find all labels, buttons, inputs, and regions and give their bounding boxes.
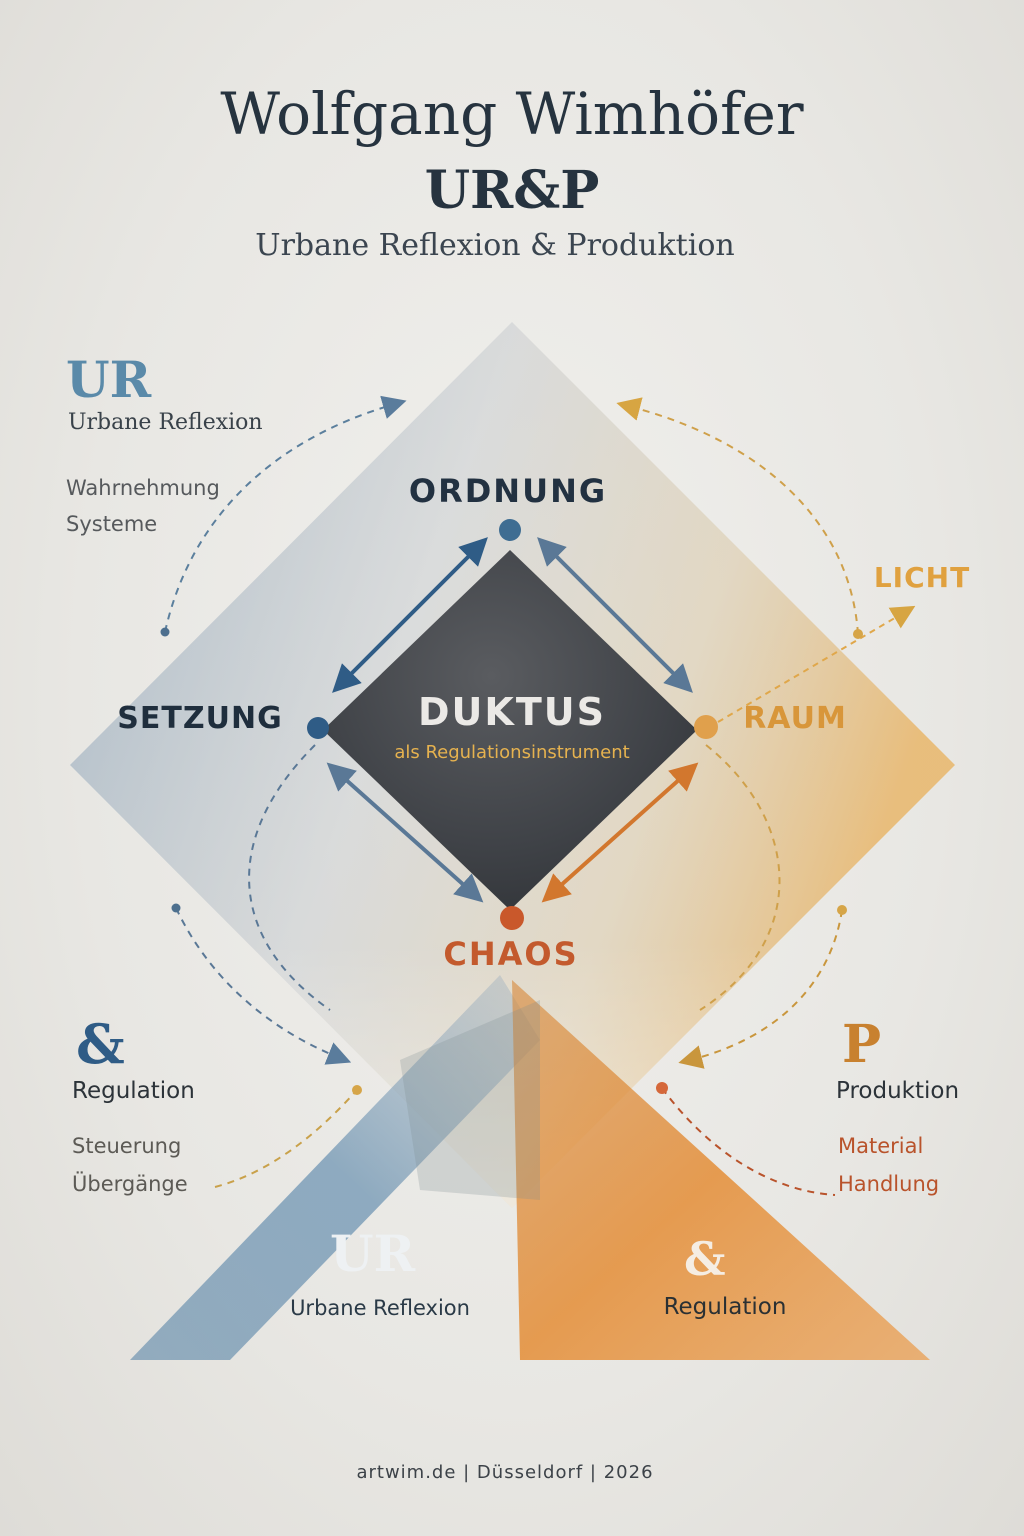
ur-item-systeme: Systeme	[66, 512, 158, 536]
node-label-chaos: CHAOS	[443, 935, 579, 973]
dashed-path-uebergaenge	[214, 1089, 358, 1188]
blue-band-overlap	[400, 1000, 540, 1200]
band-regulation-label: Regulation	[663, 1294, 787, 1320]
produktion-label: Produktion	[836, 1078, 960, 1104]
node-setzung	[307, 717, 329, 739]
dot-ur	[160, 627, 170, 637]
regulation-symbol: &	[76, 1012, 125, 1076]
dot-licht	[853, 629, 863, 639]
arrow-setzung-chaos	[326, 762, 484, 903]
blue-band	[130, 975, 540, 1360]
node-label-ordnung: ORDNUNG	[408, 472, 608, 510]
node-ordnung	[499, 519, 521, 541]
arrow-raum-chaos	[541, 762, 699, 903]
dashed-path-regulation	[175, 907, 352, 1065]
regulation-item-steuerung: Steuerung	[72, 1134, 182, 1158]
band-regulation-symbol: &	[684, 1232, 726, 1286]
dot-regulation	[171, 903, 181, 913]
produktion-item-handlung: Handlung	[838, 1172, 940, 1196]
dot-produktion	[837, 905, 847, 915]
center-subtitle: als Regulationsinstrument	[394, 742, 630, 763]
band-ur-heading: UR	[330, 1224, 416, 1283]
arrow-ordnung-setzung	[332, 537, 488, 693]
poster-subtitle: Urbane Reflexion & Produktion	[255, 228, 735, 263]
licht-arrow	[717, 605, 916, 723]
produktion-item-material: Material	[838, 1134, 924, 1158]
dashed-path-material	[661, 1087, 836, 1196]
dashed-path-licht	[616, 397, 859, 635]
orange-band	[512, 980, 930, 1360]
dashed-path-produktion	[678, 909, 843, 1069]
arrow-ordnung-raum	[537, 537, 693, 693]
dashed-path-setzung-chaos	[248, 744, 331, 1011]
node-chaos	[500, 906, 524, 930]
dashed-path-raum-chaos	[699, 744, 781, 1011]
dashed-path-ur	[164, 395, 407, 633]
node-raum	[694, 715, 718, 739]
ur-label: Urbane Reflexion	[68, 410, 263, 435]
ur-heading: UR	[66, 350, 152, 409]
regulation-item-uebergaenge: Übergänge	[72, 1172, 188, 1196]
licht-label: LICHT	[873, 561, 971, 594]
regulation-label: Regulation	[72, 1078, 195, 1104]
node-label-setzung: SETZUNG	[117, 701, 283, 736]
node-label-raum: RAUM	[743, 701, 847, 736]
poster-title-name: Wolfgang Wimhöfer	[220, 80, 804, 148]
produktion-symbol: P	[842, 1014, 882, 1075]
dot-uebergaenge	[352, 1085, 362, 1095]
band-ur-label: Urbane Reflexion	[290, 1296, 470, 1320]
dot-material	[656, 1082, 668, 1094]
footer-credit: artwim.de | Düsseldorf | 2026	[356, 1462, 654, 1483]
poster-title-acronym: UR&P	[424, 160, 600, 221]
ur-item-wahrnehmung: Wahrnehmung	[66, 476, 220, 500]
center-title: DUKTUS	[418, 690, 606, 734]
